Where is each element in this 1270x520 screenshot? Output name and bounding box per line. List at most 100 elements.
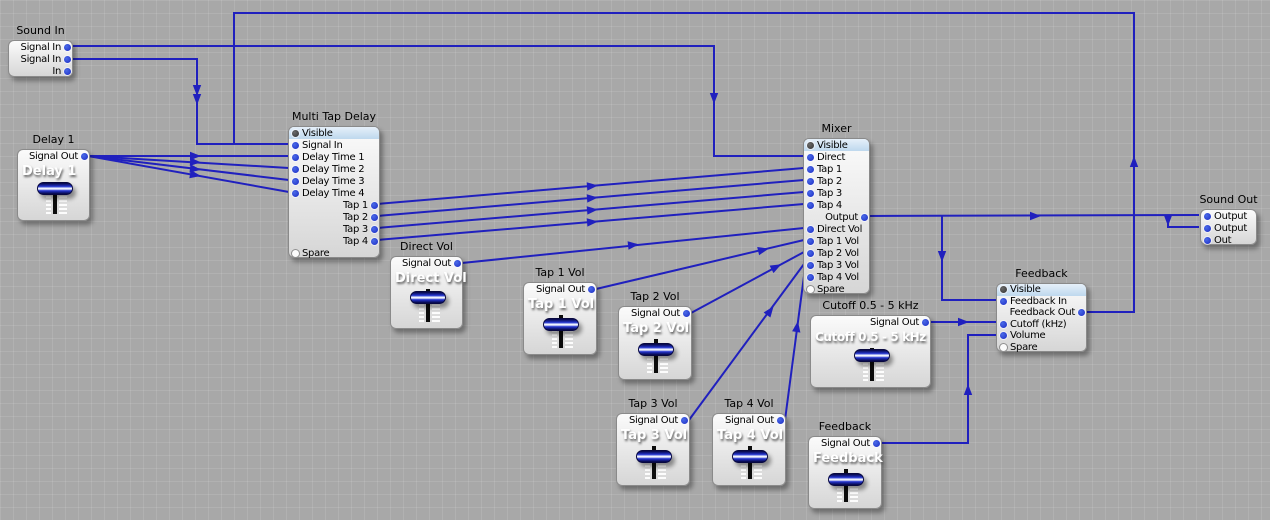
slider-tick	[658, 477, 666, 479]
slider-tick	[754, 472, 762, 475]
port-multi-tap-delay-visible[interactable]: Visible	[289, 127, 379, 139]
port-mixer-tap-4-vol-11[interactable]: Tap 4 Vol	[804, 271, 869, 283]
port-direct-vol-signal-out[interactable]: Signal Out	[391, 257, 462, 270]
slider-track[interactable]	[654, 339, 658, 373]
port-sound-out-output[interactable]: Output	[1201, 210, 1256, 222]
slider-track[interactable]	[425, 289, 430, 322]
slider-tick	[875, 362, 884, 365]
port-tap-4-vol-signal-out[interactable]: Signal Out	[713, 414, 785, 427]
port-multi-tap-delay-delay-time-3-4[interactable]: Delay Time 3	[289, 175, 379, 187]
port-tap-1-vol-signal-out[interactable]: Signal Out	[524, 283, 596, 296]
port-multi-tap-delay-tap-1-6[interactable]: Tap 1	[289, 199, 379, 211]
slider-tick	[645, 472, 650, 475]
slider-handle-tap-2-vol[interactable]	[638, 342, 674, 356]
wire-tap-3-vol-signal-out-to-mixer-tap-3-vol[interactable]	[688, 263, 805, 421]
wire-delay-1-signal-out-to-multi-tap-delay-delay-time-4[interactable]	[87, 155, 290, 193]
port-multi-tap-delay-tap-2-7[interactable]: Tap 2	[289, 211, 379, 223]
slider-tick	[741, 477, 746, 479]
port-dot-blue	[807, 249, 814, 257]
port-mixer-spare-12[interactable]: Spare	[804, 283, 869, 295]
wire-sound-in-signal-in-1-to-mixer-direct[interactable]	[69, 45, 804, 157]
port-mixer-tap-3-vol-10[interactable]: Tap 3 Vol	[804, 259, 869, 271]
port-mixer-direct-1[interactable]: Direct	[804, 151, 869, 163]
port-mixer-tap-2-3[interactable]: Tap 2	[804, 175, 869, 187]
port-dot-blue	[807, 189, 814, 197]
port-feedback-spare-5[interactable]: Spare	[997, 342, 1086, 354]
port-sound-in-signal-in[interactable]: Signal In	[9, 41, 72, 53]
port-mixer-direct-vol-7[interactable]: Direct Vol	[804, 223, 869, 235]
slider-handle-feedback-vol[interactable]	[828, 472, 864, 486]
slider-track[interactable]	[52, 182, 57, 214]
port-mixer-tap-1-vol-8[interactable]: Tap 1 Vol	[804, 235, 869, 247]
port-feedback-feedback-in-1[interactable]: Feedback In	[997, 296, 1086, 308]
port-cutoff-signal-out[interactable]: Signal Out	[811, 316, 930, 329]
port-sound-out-output-1[interactable]: Output	[1201, 222, 1256, 234]
slider-handle-tap-4-vol[interactable]	[732, 449, 768, 463]
wire-tap-2-vol-signal-out-to-mixer-tap-2-vol[interactable]	[690, 251, 805, 314]
port-feedback-feedback-out-2[interactable]: Feedback Out	[997, 307, 1086, 319]
port-feedback-cutoff-khz-3[interactable]: Cutoff (kHz)	[997, 319, 1086, 331]
port-tap-3-vol-signal-out[interactable]: Signal Out	[617, 414, 689, 427]
port-multi-tap-delay-spare-10[interactable]: Spare	[289, 247, 379, 259]
port-mixer-tap-3-4[interactable]: Tap 3	[804, 187, 869, 199]
slider-handle-tap-3-vol[interactable]	[636, 449, 672, 463]
port-multi-tap-delay-signal-in-1[interactable]: Signal In	[289, 139, 379, 151]
port-mixer-tap-1-2[interactable]: Tap 1	[804, 163, 869, 175]
slider-handle-cutoff[interactable]	[853, 348, 890, 362]
port-label: Feedback Out	[1009, 307, 1076, 319]
wire-feedback-feedback-out-to-multi-tap-delay-signal-in[interactable]	[233, 12, 1135, 313]
port-multi-tap-delay-tap-3-8[interactable]: Tap 3	[289, 223, 379, 235]
port-feedback-visible[interactable]: Visible	[997, 284, 1086, 296]
port-mixer-output-6[interactable]: Output	[804, 211, 869, 223]
port-label: Delay Time 3	[302, 175, 365, 187]
port-feedback-vol-signal-out[interactable]: Signal Out	[809, 437, 881, 450]
port-sound-in-signal-in-1[interactable]: Signal In	[9, 53, 72, 65]
port-multi-tap-delay-delay-time-4-5[interactable]: Delay Time 4	[289, 187, 379, 199]
slider-handle-tap-1-vol[interactable]	[543, 318, 579, 332]
port-multi-tap-delay-delay-time-2-3[interactable]: Delay Time 2	[289, 163, 379, 175]
port-sound-out-out-2[interactable]: Out	[1201, 234, 1256, 246]
slider-track[interactable]	[869, 348, 874, 381]
wire-tap-1-vol-signal-out-to-mixer-tap-1-vol[interactable]	[595, 239, 805, 290]
slider-handle-direct-vol[interactable]	[409, 290, 446, 304]
slider-track[interactable]	[559, 315, 563, 348]
slider-handle-delay-1[interactable]	[36, 182, 73, 196]
port-dot-blue	[64, 55, 71, 63]
port-label: Visible	[817, 139, 848, 151]
port-mixer-visible[interactable]: Visible	[804, 139, 869, 151]
port-mixer-tap-4-5[interactable]: Tap 4	[804, 199, 869, 211]
port-delay-1-signal-out[interactable]: Signal Out	[18, 150, 89, 163]
wire-sound-in-signal-in-2-to-multi-tap-delay-signal-in[interactable]	[69, 58, 289, 145]
port-multi-tap-delay-tap-4-9[interactable]: Tap 4	[289, 235, 379, 247]
wire-delay-1-signal-out-to-multi-tap-delay-delay-time-3[interactable]	[87, 155, 290, 181]
port-multi-tap-delay-delay-time-1-2[interactable]: Delay Time 1	[289, 151, 379, 163]
port-dot-blue	[807, 201, 814, 209]
wire-mixer-output-to-feedback-feedback-in[interactable]	[941, 216, 997, 301]
port-dot-blue	[371, 237, 378, 245]
port-feedback-volume-4[interactable]: Volume	[997, 330, 1086, 342]
wire-mixer-output-to-sound-out-output-2[interactable]	[1167, 215, 1199, 228]
port-sound-in-in-2[interactable]: In	[9, 66, 72, 78]
port-label: Tap 2 Vol	[817, 247, 859, 259]
port-mixer-tap-2-vol-9[interactable]: Tap 2 Vol	[804, 247, 869, 259]
port-tap-2-vol-signal-out[interactable]: Signal Out	[619, 307, 691, 320]
wire-arrow	[192, 94, 202, 105]
wire-delay-1-signal-out-to-multi-tap-delay-delay-time-2[interactable]	[87, 155, 290, 169]
wire-tap-4-vol-signal-out-to-mixer-tap-4-vol[interactable]	[784, 275, 805, 421]
slider-tick	[850, 487, 858, 490]
port-label: Direct Vol	[817, 223, 863, 235]
